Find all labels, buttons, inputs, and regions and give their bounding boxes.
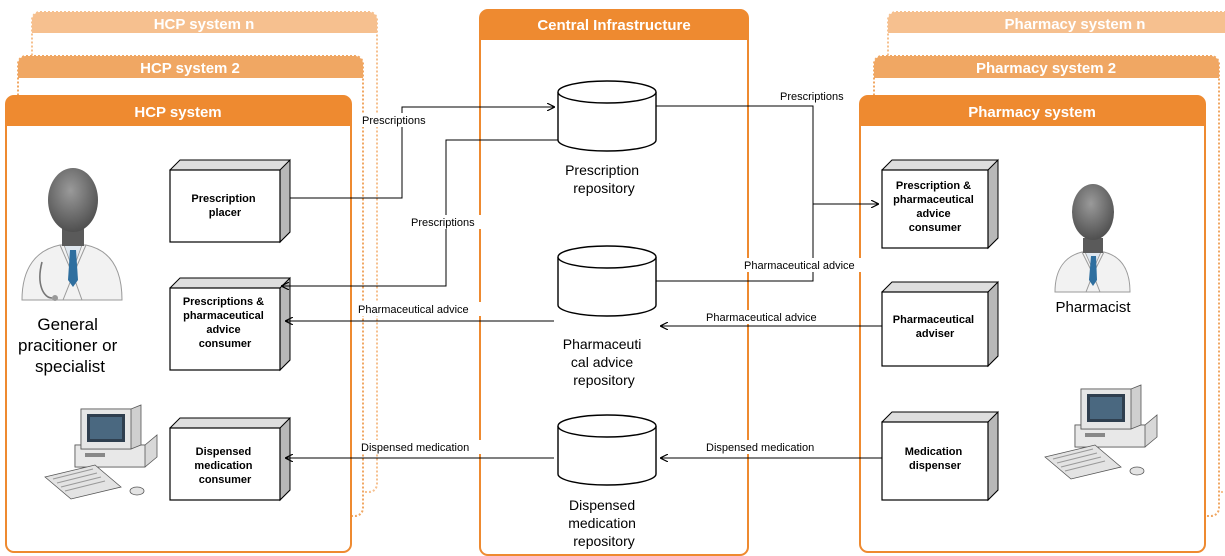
- pharmaceutical-adviser-label-line: adviser: [916, 328, 955, 340]
- prescription-advice-consumer-label-line: Prescription &: [896, 180, 971, 192]
- prescriptions-advice-consumer-label: Prescriptions & pharmaceutical advice co…: [183, 296, 267, 350]
- pharmaceutical-advice-repository-label: Pharmaceuti cal advice repository: [563, 336, 645, 388]
- prescription-repository-label-line: repository: [573, 180, 634, 196]
- prescription-repository-label: Prescription repository: [565, 162, 643, 196]
- pharmacy-system-title: Pharmacy system: [968, 104, 1096, 121]
- hcp-prescriptions-out-label: Prescriptions: [362, 115, 426, 127]
- prescription-advice-consumer-label-line: advice: [916, 208, 950, 220]
- hcp-system-title: HCP system: [134, 104, 221, 121]
- dispensed-medication-consumer-label: Dispensed medication consumer: [194, 446, 255, 486]
- prescriptions-advice-consumer-label-line: Prescriptions &: [183, 296, 264, 308]
- pharmacy-system-n-title: Pharmacy system n: [1005, 16, 1146, 33]
- medication-dispenser-label-line: dispenser: [909, 460, 962, 472]
- prescription-placer-label-line: placer: [209, 207, 242, 219]
- pharmacist-icon: [1054, 184, 1131, 293]
- dispensed-medication-consumer-label-line: consumer: [199, 474, 252, 486]
- prescription-placer-box: Prescription placer: [169, 158, 291, 244]
- dispensed-medication-repository-label-line: repository: [573, 533, 634, 549]
- dispensed-medication-consumer-box: Dispensed medication consumer: [169, 416, 291, 502]
- medication-dispenser-label-line: Medication: [905, 446, 963, 458]
- dispensed-medication-repository-label-line: Dispensed: [569, 497, 635, 513]
- dispensed-medication-consumer-label-line: medication: [194, 460, 252, 472]
- pharmaceutical-adviser-label: Pharmaceutical adviser: [893, 314, 977, 340]
- hcp-system-2-title: HCP system 2: [140, 60, 240, 77]
- connector-labels: Prescriptions Prescriptions Prescription…: [355, 89, 868, 454]
- repo-to-hcp-consumer-arrow: [282, 139, 558, 286]
- hcp-dispensed-label: Dispensed medication: [361, 442, 469, 454]
- prescription-advice-consumer-label-line: consumer: [909, 222, 962, 234]
- general-practitioner-label-line: pracitioner or: [18, 336, 118, 355]
- dispensed-medication-repository-cylinder: [557, 414, 657, 486]
- prescriptions-advice-consumer-label-line: consumer: [199, 338, 252, 350]
- prescription-placer-label-line: Prescription: [191, 193, 255, 205]
- pharmaceutical-adviser-box: Pharmaceutical adviser: [881, 280, 999, 368]
- computer-icon: [44, 404, 158, 500]
- prescription-repository-label-line: Prescription: [565, 162, 639, 178]
- pharmaceutical-advice-repository-label-line: Pharmaceuti: [563, 336, 642, 352]
- pharmaceutical-advice-repository-label-line: repository: [573, 372, 634, 388]
- prescription-advice-consumer-label: Prescription & pharmaceutical advice con…: [893, 180, 977, 234]
- connectors: [282, 106, 882, 458]
- pharmaceutical-advice-repository-label-line: cal advice: [571, 354, 633, 370]
- advice-repo-to-pharmacy-consumer-line: [656, 204, 814, 282]
- prescriptions-advice-consumer-label-line: advice: [206, 324, 240, 336]
- pharmacist-label: Pharmacist: [1055, 299, 1131, 316]
- pharmacy-advice-out-label: Pharmaceutical advice: [744, 260, 855, 272]
- prescription-advice-consumer-label-line: pharmaceutical: [893, 194, 974, 206]
- dispensed-medication-consumer-label-line: Dispensed: [196, 446, 252, 458]
- general-practitioner-label: General pracitioner or specialist: [18, 315, 122, 376]
- hcp-system-n-title: HCP system n: [154, 16, 255, 33]
- pharmacy-computer-icon: [1044, 384, 1158, 480]
- repo-to-pharmacy-consumer-arrow: [656, 105, 878, 204]
- pharmacy-system-2-title: Pharmacy system 2: [976, 60, 1116, 77]
- pharmacy-advice-in-label: Pharmaceutical advice: [706, 312, 817, 324]
- medication-dispenser-label: Medication dispenser: [905, 446, 966, 472]
- pharmacy-prescriptions-label: Prescriptions: [780, 91, 844, 103]
- prescription-placer-label: Prescription placer: [191, 193, 258, 219]
- pharmacy-dispensed-label: Dispensed medication: [706, 442, 814, 454]
- central-infrastructure-title: Central Infrastructure: [537, 17, 690, 34]
- dispensed-medication-repository-label: Dispensed medication repository: [568, 497, 640, 549]
- doctor-icon: [21, 168, 123, 301]
- prescriptions-advice-consumer-box: Prescriptions & pharmaceutical advice co…: [169, 276, 291, 372]
- hcp-advice-label: Pharmaceutical advice: [358, 304, 469, 316]
- general-practitioner-label-line: specialist: [35, 357, 105, 376]
- medication-dispenser-box: Medication dispenser: [881, 410, 999, 502]
- placer-to-repo-arrow: [290, 107, 554, 199]
- prescriptions-advice-consumer-label-line: pharmaceutical: [183, 310, 264, 322]
- hcp-prescriptions-in-label: Prescriptions: [411, 217, 475, 229]
- prescription-advice-consumer-box: Prescription & pharmaceutical advice con…: [881, 158, 999, 250]
- pharmaceutical-adviser-label-line: Pharmaceutical: [893, 314, 974, 326]
- prescription-repository-cylinder: [557, 80, 657, 152]
- general-practitioner-label-line: General: [37, 315, 97, 334]
- dispensed-medication-repository-label-line: medication: [568, 515, 636, 531]
- pharmaceutical-advice-repository-cylinder: [557, 245, 657, 317]
